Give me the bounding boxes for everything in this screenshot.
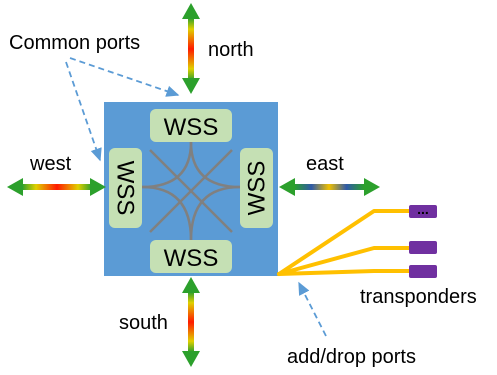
north-label: north [208, 39, 254, 61]
east-label: east [306, 153, 344, 175]
north-port-arrow [182, 3, 200, 94]
wss-top-label: WSS [164, 114, 219, 141]
add-drop-lines [277, 209, 412, 276]
add-drop-callout [298, 281, 327, 337]
transponders-label: transponders [360, 286, 477, 308]
wss-bottom-label: WSS [164, 245, 219, 272]
wss-top: WSS [150, 109, 232, 142]
add-drop-ports-label: add/drop ports [287, 346, 416, 368]
transponder-ellipsis: ... [417, 201, 429, 217]
west-label: west [29, 153, 72, 175]
transponder-3 [409, 265, 437, 278]
wss-right-label: WSS [244, 161, 271, 216]
wss-left-label: WSS [112, 161, 139, 216]
common-ports-label: Common ports [9, 32, 140, 54]
wss-mesh [141, 141, 241, 241]
transponder-2 [409, 241, 437, 254]
transponders [409, 205, 437, 278]
east-port-arrow [279, 178, 380, 196]
south-port-arrow [182, 277, 200, 367]
west-port-arrow [7, 178, 106, 196]
south-label: south [119, 312, 168, 334]
common-ports-callouts [65, 57, 180, 162]
transponder-1 [409, 205, 437, 218]
wss-bottom: WSS [150, 240, 232, 273]
wss-left: WSS [109, 148, 142, 228]
wss-right: WSS [240, 148, 273, 228]
